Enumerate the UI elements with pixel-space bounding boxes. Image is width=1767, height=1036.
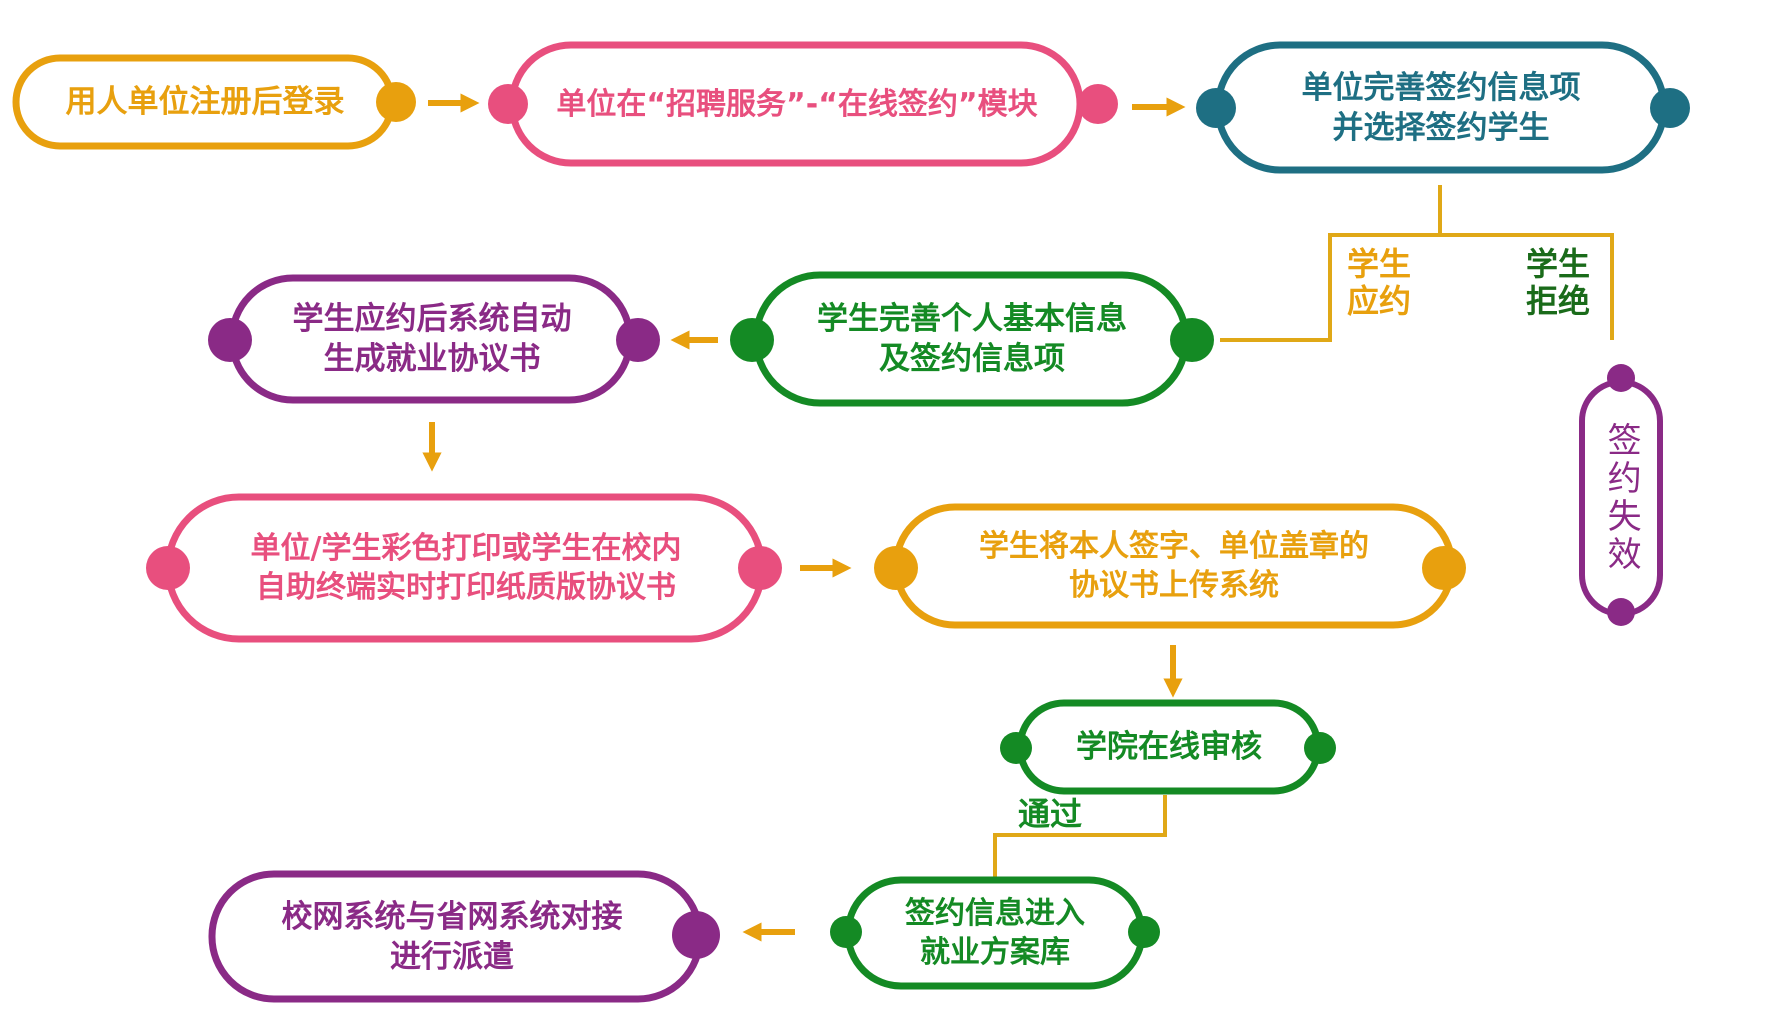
node-module-shape [488,41,1118,167]
node-upload-line-1: 学生将本人签字、单位盖章的 [979,529,1369,564]
node-register-line-1: 用人单位注册后登录 [65,83,345,120]
node-dispatch-shape [208,870,720,1003]
node-failed: 签约失效 [1584,386,1658,610]
connector-select-to-accept [1220,185,1442,342]
node-dispatch-line-1: 校网系统与省网系统对接 [281,898,623,935]
edge-label-reject-line-2: 拒绝 [1526,281,1591,320]
node-dispatch: 校网系统与省网系统对接 进行派遣 [232,877,672,997]
node-module: 单位在“招聘服务”-“在线签约”模块 [530,48,1064,160]
connector-review-to-archive [993,795,1167,880]
node-auto-generate-shape [208,274,660,404]
node-select-student-line-1: 单位完善签约信息项 [1301,69,1581,106]
node-dispatch-line-2: 进行派遣 [390,939,514,975]
edge-label-reject-line-1: 学生 [1526,245,1591,283]
node-archive: 签约信息进入 就业方案库 [862,882,1128,984]
node-auto-generate-line-1: 学生应约后系统自动 [292,300,572,337]
node-register-shape [12,54,416,150]
node-print-shape [146,493,782,643]
node-select-student-shape [1196,41,1690,174]
node-upload-line-2: 协议书上传系统 [1069,568,1279,603]
node-upload-shape [874,503,1466,629]
node-register: 用人单位注册后登录 [30,60,380,144]
node-select-student: 单位完善签约信息项 并选择签约学生 [1240,48,1642,168]
node-upload: 学生将本人签字、单位盖章的 协议书上传系统 [920,510,1428,622]
edge-label-accept: 学生 应约 [1347,246,1411,320]
edge-label-pass: 通过 [1018,796,1082,833]
node-student-complete: 学生完善个人基本信息 及签约信息项 [778,278,1166,400]
node-review-shape [1000,699,1336,795]
edge-label-accept-line-1: 学生 [1347,245,1412,283]
node-archive-line-1: 签约信息进入 [905,896,1085,931]
node-print-line-2: 自助终端实时打印纸质版协议书 [256,570,676,605]
node-select-student-line-2: 并选择签约学生 [1332,110,1550,146]
edge-label-pass-line-1: 通过 [1018,795,1083,833]
node-failed-shape [1579,364,1663,626]
node-student-complete-shape [730,271,1214,407]
edge-label-reject: 学生 拒绝 [1526,246,1590,320]
node-archive-shape [830,876,1160,990]
node-print-line-1: 单位/学生彩色打印或学生在校内 [250,531,682,566]
node-review: 学院在线审核 [1034,706,1304,788]
node-auto-generate-line-2: 生成就业协议书 [323,341,541,377]
node-print: 单位/学生彩色打印或学生在校内 自助终端实时打印纸质版协议书 [196,500,736,636]
edge-label-accept-line-2: 应约 [1347,281,1412,320]
node-student-complete-line-2: 及签约信息项 [879,341,1065,377]
node-module-line-1: 单位在“招聘服务”-“在线签约”模块 [556,86,1038,122]
node-archive-line-2: 就业方案库 [920,935,1070,970]
node-failed-text: 签约失效 [1601,422,1642,574]
connector-select-to-reject [1440,233,1614,340]
node-student-complete-line-1: 学生完善个人基本信息 [817,300,1127,337]
node-auto-generate: 学生应约后系统自动 生成就业协议书 [254,280,610,398]
node-review-line-1: 学院在线审核 [1076,728,1262,765]
